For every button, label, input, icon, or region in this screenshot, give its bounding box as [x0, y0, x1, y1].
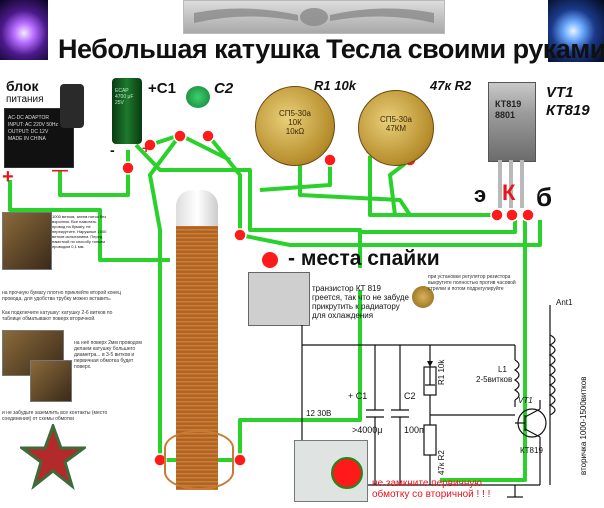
- transistor-label: VT1 КТ819: [546, 84, 590, 119]
- capacitor-c1-minus: -: [110, 142, 115, 158]
- power-block-label-line2: питания: [6, 94, 44, 105]
- resistor-r1-image: СП5-30а 10К 10кΩ: [255, 86, 335, 166]
- capacitor-c1-plus: +: [142, 140, 151, 156]
- resistor-r2-body-text: СП5-30а 47КМ: [380, 115, 412, 133]
- capacitor-c1-label: +С1: [148, 80, 176, 97]
- schematic-r2-label: 47к R2: [437, 450, 446, 475]
- glow-image-right: [548, 0, 604, 62]
- power-block-label: блок питания: [6, 78, 44, 106]
- page-title: Небольшая катушка Тесла своими руками: [58, 34, 604, 64]
- coil-top-cap: [176, 190, 218, 228]
- schematic-voltage: 12 30В: [306, 409, 331, 418]
- resistor-r2-label: 47к R2: [430, 78, 472, 93]
- regulator-note: при установке регулятор резистора выкрут…: [428, 274, 516, 292]
- instruction-text-5: и не забудьте заземлить все контакты (ме…: [2, 410, 108, 422]
- star-icon: [20, 424, 86, 490]
- instruction-text-3: Как подключите катушку: катушку 2-6 витк…: [2, 310, 113, 322]
- transistor-body-text: КТ819 8801: [495, 99, 522, 120]
- primary-coil: [164, 430, 234, 490]
- schematic-antenna: Ant1: [556, 298, 573, 307]
- schematic-vt1-label: VT1: [518, 396, 533, 405]
- trimmer-resistor-photo: [412, 286, 434, 308]
- schematic-c2-value: 100п: [404, 425, 424, 435]
- power-plus-sign: +: [2, 166, 14, 188]
- title-banner: Небольшая катушка Тесла своими руками: [0, 0, 604, 72]
- egyptian-frieze: [183, 0, 445, 34]
- instruction-text-1: 1000 витков, затем ниток без ворсинок. В…: [52, 214, 107, 249]
- schematic-l1-label: L1: [498, 365, 507, 374]
- instruction-photo-3: [30, 360, 72, 402]
- transistor-pin-e: э: [474, 182, 487, 207]
- schematic-c1-label: + С1: [348, 391, 367, 401]
- legend-solder-point: [262, 252, 278, 268]
- schematic-secondary: вторичка 1000-1500витков: [579, 377, 588, 475]
- resistor-r1-label: R1 10k: [314, 78, 356, 93]
- adaptor-label-text: AC-DC ADAPTOR INPUT: AC 220V 50Hz OUTPUT…: [8, 115, 59, 142]
- glow-image-left: [0, 0, 48, 60]
- closeup-solder-point: [331, 457, 363, 489]
- resistor-r2-image: СП5-30а 47КМ: [358, 90, 434, 166]
- capacitor-c1-body-text: ECAP 4700 μF 25V: [115, 88, 134, 106]
- capacitor-c2-image: [186, 86, 210, 108]
- instruction-text-4: на неё поверх 2мм проводом делаем катушк…: [74, 340, 142, 370]
- coil-closeup-photo: [294, 440, 368, 502]
- capacitor-c1-image: ECAP 4700 μF 25V: [112, 78, 142, 144]
- legend-text: - места спайки: [288, 247, 440, 270]
- schematic-c2-label: С2: [404, 391, 416, 401]
- transistor-pin-k: К: [502, 180, 516, 205]
- transistor-legs: [496, 160, 526, 208]
- instruction-photo-1: [2, 212, 52, 270]
- circuit-schematic: 12 30В + С1 >4000μ С2 100п R1 10k 47к R2…: [301, 298, 588, 498]
- transistor-heat-note: транзистор КТ 819 греется, так что не за…: [312, 284, 409, 320]
- power-block-label-line1: блок: [6, 78, 39, 94]
- warning-text: не замкните первичную обмотку со вторичн…: [372, 478, 491, 500]
- plug-image: [60, 84, 84, 128]
- power-minus-sign: —: [52, 162, 68, 179]
- schematic-r1-label: R1 10k: [437, 359, 446, 385]
- resistor-r1-body-text: СП5-30а 10К 10кΩ: [279, 109, 311, 136]
- schematic-vt1-type: КТ819: [520, 446, 543, 455]
- schematic-c1-value: >4000μ: [352, 425, 382, 435]
- transistor-pin-b: б: [536, 182, 553, 212]
- capacitor-c2-label: С2: [214, 80, 234, 97]
- transistor-heatsink-photo: [248, 272, 310, 326]
- instruction-text-2: на прочную бумагу плотно приклейте второ…: [2, 290, 121, 302]
- transistor-image: КТ819 8801: [488, 82, 536, 162]
- schematic-l1-turns: 2-5витков: [476, 375, 512, 384]
